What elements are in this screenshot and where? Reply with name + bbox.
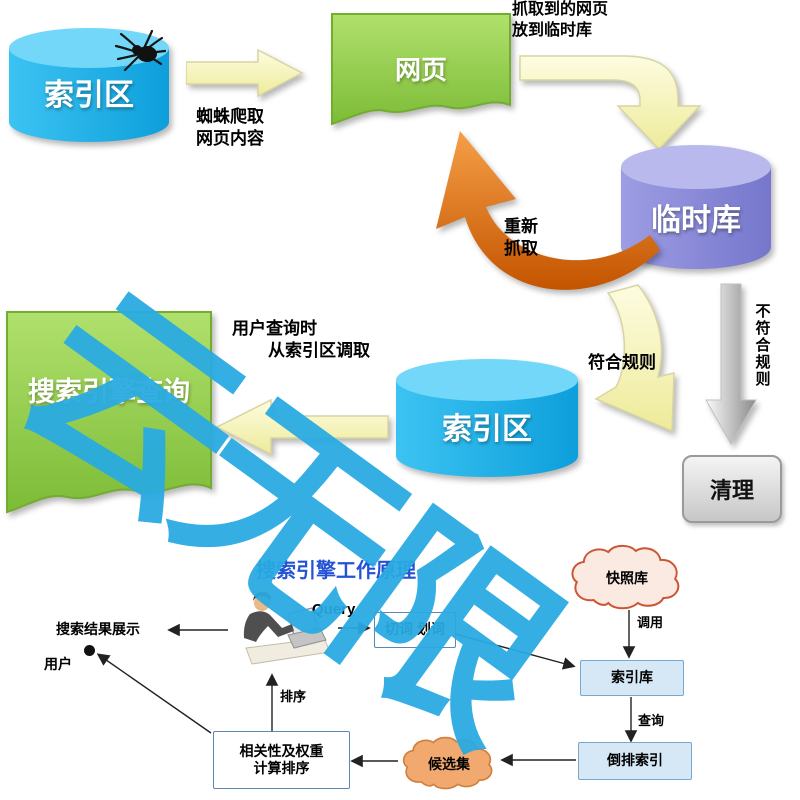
temp-db-cylinder: 临时库 (620, 143, 772, 275)
sort-link-label: 排序 (280, 689, 307, 704)
segment-box-label: 切词 划词 (385, 621, 445, 638)
bottom-diagram-title: 搜索引擎工作原理 (256, 560, 416, 582)
inverted-index-box: 倒排索引 (578, 742, 692, 780)
arrow-recrawl-orange (436, 131, 660, 290)
crawl-label-line1: 蜘蛛爬取 (196, 107, 264, 126)
candidate-cloud-label: 候选集 (428, 756, 470, 772)
fetch-label-line2: 从索引区调取 (268, 341, 370, 361)
arrow-tempdb-to-clean (705, 283, 757, 446)
cylinder-shape (396, 359, 578, 477)
index-box-label: 索引库 (611, 669, 653, 686)
crawl-label: 蜘蛛爬取 网页内容 (196, 106, 264, 150)
person-at-computer-icon (243, 591, 331, 665)
index-db-top-label: 索引区 (44, 79, 134, 112)
connector-rank-to-result (96, 653, 212, 734)
to-temp-label-line2: 放到临时库 (512, 21, 593, 39)
doc-shape (331, 13, 511, 126)
nonconform-rule-label: 不符合规则 (753, 303, 771, 388)
arrow-webpage-to-tempdb (519, 55, 702, 151)
snapshot-cloud-label: 快照库 (606, 570, 648, 586)
cylinder-shape (9, 28, 169, 142)
connector-segment-to-index (454, 633, 576, 670)
user-dot (84, 645, 95, 656)
webpage-doc-label: 网页 (394, 55, 447, 85)
to-temp-label-line1: 抓取到的网页 (512, 1, 609, 18)
clean-box-label: 清理 (709, 478, 754, 503)
segment-box: 切词 划词 (374, 612, 456, 648)
snapshot-link-label: 调用 (637, 615, 664, 630)
arrow-tempdb-to-indexdb (594, 284, 675, 433)
webpage-doc: 网页 (330, 12, 512, 127)
fetch-label-line1: 用户查询时 (232, 319, 317, 338)
recrawl-label-line2: 抓取 (504, 239, 538, 259)
to-temp-label: 抓取到的网页 放到临时库 (512, 0, 608, 42)
index-db-main-cylinder: 索引区 (395, 356, 579, 480)
crawl-label-line2: 网页内容 (196, 129, 264, 149)
query-doc-label: 搜索引擎查询 (28, 377, 190, 407)
result-label: 搜索结果展示 (56, 621, 140, 637)
fetch-label: 用户查询时 从索引区调取 (232, 318, 370, 362)
bottom-connectors (96, 610, 638, 768)
index-db-top-cylinder: 索引区 (8, 26, 170, 144)
cloud-shape (402, 736, 493, 790)
doc-shape (6, 311, 212, 514)
index-link-label: 查询 (638, 713, 665, 728)
index-box: 索引库 (580, 660, 684, 696)
recrawl-label-line1: 重新 (504, 217, 538, 236)
recrawl-label: 重新 抓取 (504, 216, 538, 260)
candidate-cloud: 候选集 (400, 736, 498, 790)
cloud-shape (571, 544, 680, 610)
cylinder-shape (621, 145, 771, 269)
user-label: 用户 (44, 656, 72, 672)
query-doc: 搜索引擎查询 (5, 310, 213, 515)
snapshot-cloud: 快照库 (568, 544, 686, 610)
rank-box-line2: 计算排序 (253, 760, 310, 776)
spider-icon (114, 29, 166, 72)
temp-db-label: 临时库 (651, 204, 741, 237)
rank-box-line1: 相关性及权重 (239, 742, 324, 759)
rank-box: 相关性及权重 计算排序 (213, 731, 350, 789)
arrow-indexdb-to-query (215, 398, 389, 456)
conform-rule-label: 符合规则 (588, 353, 656, 372)
index-db-main-label: 索引区 (442, 413, 532, 446)
inverted-index-box-label: 倒排索引 (607, 752, 663, 769)
arrow-spider-to-webpage (186, 48, 304, 98)
clean-box: 清理 (682, 455, 782, 523)
query-label: Query (312, 601, 356, 618)
